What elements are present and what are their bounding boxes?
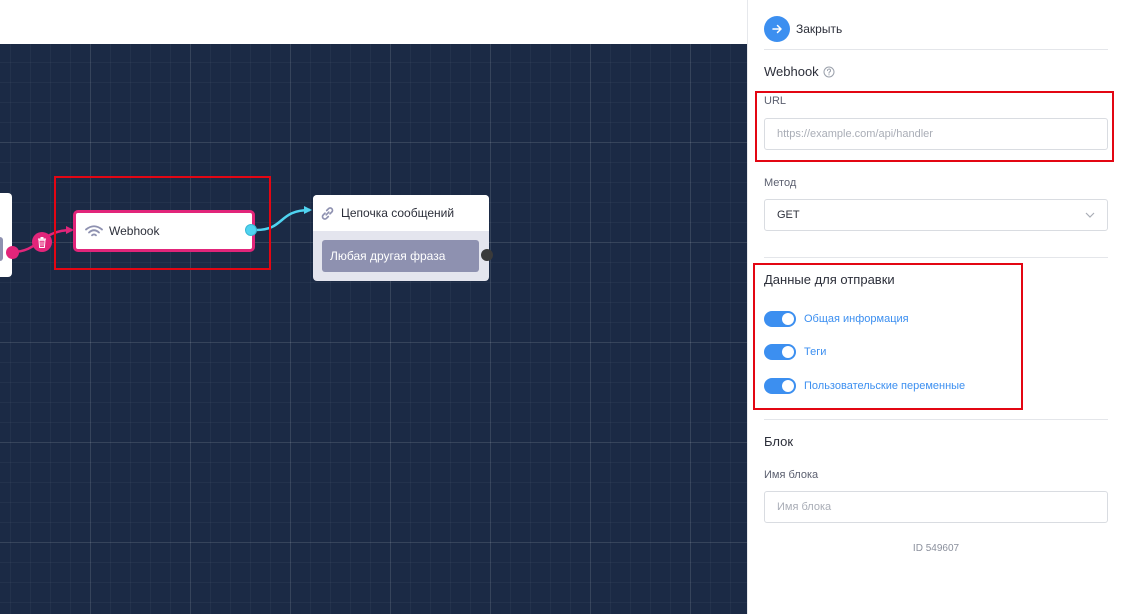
divider — [764, 419, 1108, 420]
flow-canvas[interactable]: Webhook Цепочка сообщений Любая другая ф… — [0, 44, 748, 614]
webhook-node[interactable]: Webhook — [73, 210, 255, 252]
previous-node[interactable] — [0, 193, 12, 277]
toggle-row-general-info[interactable]: Общая информация — [764, 311, 909, 327]
link-webhook-to-chain — [255, 206, 312, 232]
chevron-down-icon — [1085, 212, 1095, 218]
method-value: GET — [777, 209, 800, 221]
url-input[interactable] — [764, 118, 1108, 150]
tags-toggle[interactable] — [764, 344, 796, 360]
top-bar — [0, 0, 748, 44]
general-info-toggle[interactable] — [764, 311, 796, 327]
close-label: Закрыть — [796, 22, 843, 36]
divider — [764, 49, 1108, 50]
method-select[interactable]: GET — [764, 199, 1108, 231]
block-name-input[interactable] — [764, 491, 1108, 523]
previous-node-button[interactable] — [0, 237, 3, 261]
divider — [764, 257, 1108, 258]
message-chain-label: Цепочка сообщений — [341, 206, 455, 220]
method-label: Метод — [764, 177, 797, 189]
user-variables-label[interactable]: Пользовательские переменные — [804, 380, 966, 392]
toggle-row-user-variables[interactable]: Пользовательские переменные — [764, 378, 965, 394]
wifi-icon — [85, 224, 103, 236]
webhook-section-title: Webhook — [764, 64, 835, 79]
arrow-right-icon — [764, 16, 790, 42]
user-variables-toggle[interactable] — [764, 378, 796, 394]
close-button[interactable]: Закрыть — [764, 16, 842, 42]
message-chain-header[interactable]: Цепочка сообщений — [313, 195, 489, 231]
trash-icon — [38, 236, 46, 248]
webhook-title-text: Webhook — [764, 64, 819, 79]
connection-lines — [11, 206, 312, 254]
any-other-phrase-button[interactable]: Любая другая фраза — [322, 240, 479, 272]
block-section-title: Блок — [764, 434, 794, 449]
send-data-section-title: Данные для отправки — [764, 272, 895, 287]
block-id: ID 549607 — [912, 543, 960, 554]
webhook-output-port[interactable] — [245, 224, 257, 236]
settings-panel: Закрыть Webhook URL Метод GET Данные для… — [747, 0, 1121, 614]
message-chain-output-port[interactable] — [481, 249, 493, 261]
delete-link-button[interactable] — [32, 232, 52, 252]
general-info-label[interactable]: Общая информация — [804, 313, 909, 325]
webhook-node-label: Webhook — [109, 224, 160, 238]
tags-label[interactable]: Теги — [804, 346, 827, 358]
help-icon[interactable] — [823, 66, 835, 78]
toggle-row-tags[interactable]: Теги — [764, 344, 826, 360]
previous-node-output-port[interactable] — [6, 246, 19, 259]
message-chain-node[interactable]: Цепочка сообщений Любая другая фраза — [313, 195, 489, 281]
url-label: URL — [764, 95, 787, 107]
block-name-label: Имя блока — [764, 469, 819, 481]
link-icon — [321, 206, 334, 220]
